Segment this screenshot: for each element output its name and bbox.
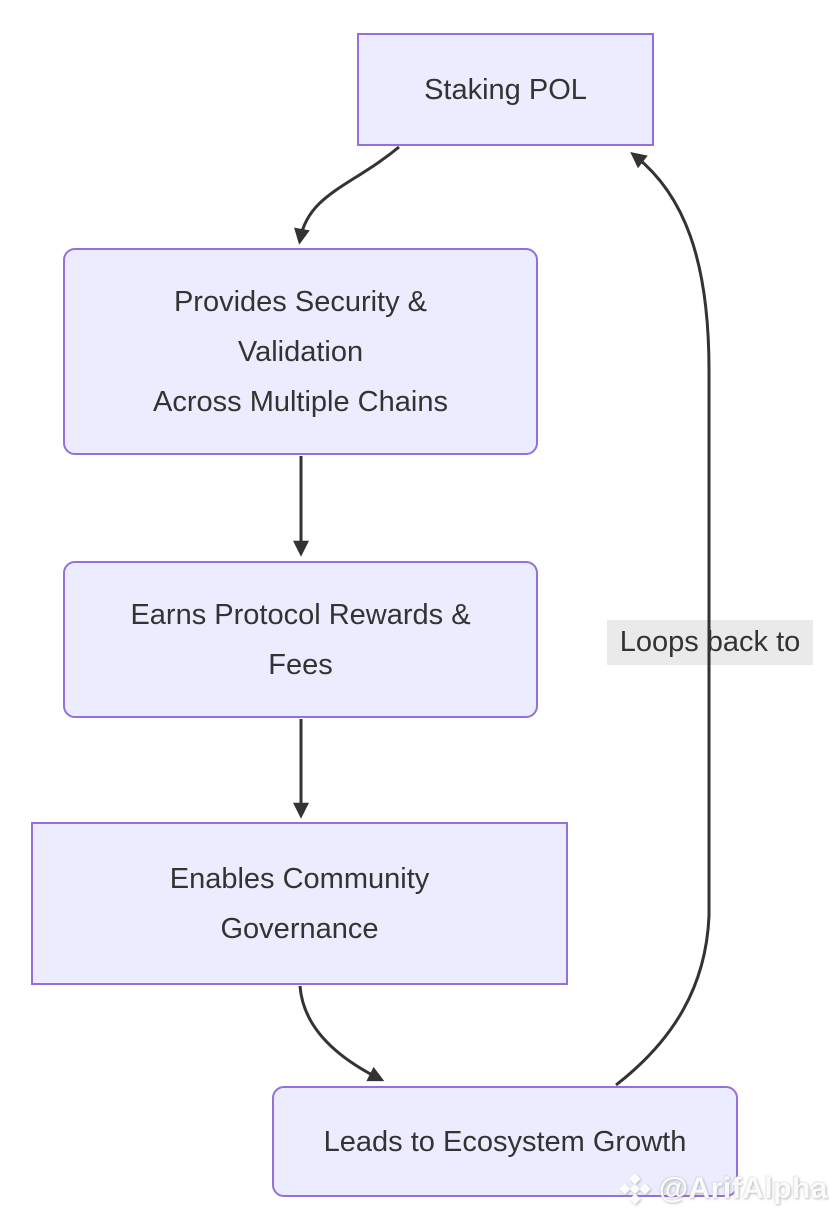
edge-label-text: Loops back to: [619, 626, 801, 658]
node-label-line: Provides Security &: [173, 285, 428, 318]
node-label-line: Fees: [268, 648, 333, 681]
watermark: @ArifAlpha: [617, 1171, 828, 1207]
node-label-line: Earns Protocol Rewards &: [130, 598, 471, 631]
node-staking-pol: Staking POL: [357, 33, 654, 146]
node-label-line: Across Multiple Chains: [153, 385, 448, 418]
node-ecosystem-growth: Leads to Ecosystem Growth: [272, 1086, 738, 1197]
edge-staking-to-security: [294, 145, 400, 245]
node-provides-security: Provides Security & Validation Across Mu…: [63, 248, 538, 455]
bnb-diamond-icon: [618, 1173, 651, 1205]
node-earns-rewards: Earns Protocol Rewards & Fees: [63, 561, 538, 718]
node-label-line: Leads to Ecosystem Growth: [323, 1125, 687, 1158]
watermark-handle: @ArifAlpha: [658, 1172, 828, 1205]
node-enables-governance: Enables Community Governance: [31, 822, 568, 985]
node-label-line: Staking POL: [424, 73, 587, 106]
node-label-line: Governance: [220, 912, 379, 945]
edge-label-loops-back-to: Loops back to: [607, 620, 813, 665]
edge-governance-to-growth: [298, 985, 385, 1082]
node-label-line: Validation: [237, 335, 364, 368]
node-label-line: Enables Community: [169, 862, 430, 895]
